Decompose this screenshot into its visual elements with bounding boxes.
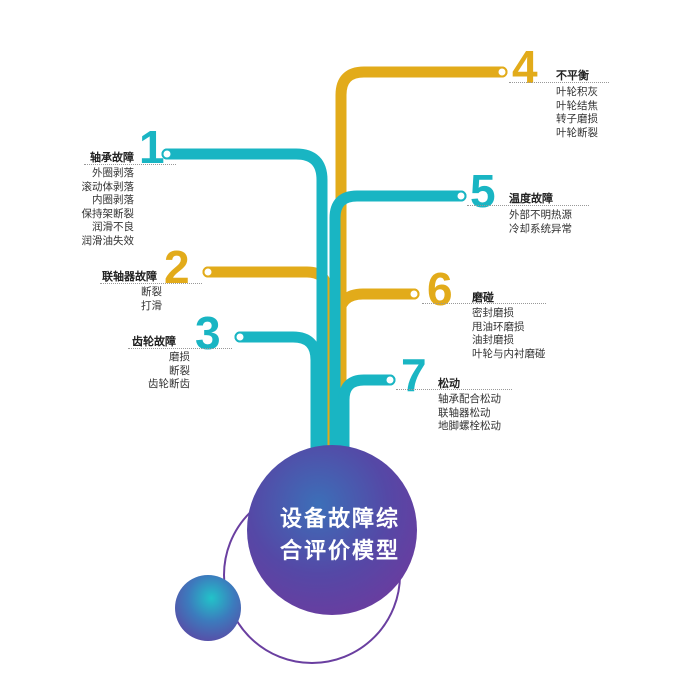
branch-5-item: 外部不明热源 (509, 209, 572, 221)
branch-6-item: 甩油环磨损 (472, 320, 525, 333)
node-5 (455, 190, 467, 202)
center-circle (247, 445, 417, 615)
small-circle (175, 575, 241, 641)
branch-6-items: 密封磨损 甩油环磨损 油封磨损 叶轮与内衬磨碰 (472, 307, 582, 361)
branch-1-item: 外圈剥落 (92, 167, 134, 179)
node-1 (161, 148, 173, 160)
branch-1-category: 轴承故障 (90, 152, 134, 164)
branch-5-items: 外部不明热源 冷却系统异常 (509, 209, 609, 236)
branch-4-line (335, 66, 508, 461)
branch-1-item: 滚动体剥落 (81, 180, 135, 193)
branch-2-line (202, 266, 333, 461)
branch-7-number: 7 (401, 349, 427, 401)
branch-6-item: 密封磨损 (472, 307, 514, 319)
branch-2-items: 断裂 打滑 (100, 286, 162, 313)
branch-3-category: 齿轮故障 (132, 336, 176, 348)
center-title: 设备故障综 合评价模型 (262, 503, 418, 567)
branch-2-category: 联轴器故障 (102, 271, 157, 283)
branch-1-item: 保持架断裂 (81, 207, 135, 220)
branch-3-item: 磨损 (169, 351, 190, 363)
branch-4-category: 不平衡 (556, 70, 589, 82)
node-7 (384, 374, 396, 386)
branch-3-number: 3 (195, 307, 221, 359)
branch-7-items: 轴承配合松动 联轴器松动 地脚螺栓松动 (438, 393, 538, 434)
branch-5-line (329, 190, 467, 461)
branch-7-item: 地脚螺栓松动 (438, 420, 501, 433)
branch-5-number: 5 (470, 165, 496, 217)
branch-6-number: 6 (427, 263, 453, 315)
branch-3-item: 齿轮断齿 (148, 378, 190, 391)
branch-2-divider (100, 283, 202, 284)
center-title-line2: 合评价模型 (279, 538, 400, 563)
branch-5-divider (467, 205, 589, 206)
branch-1-divider (84, 164, 176, 165)
branch-1-item: 润滑油失效 (81, 234, 135, 247)
branch-4-item: 叶轮结焦 (556, 99, 598, 112)
branch-1-item: 润滑不良 (92, 221, 134, 234)
branch-4-item: 叶轮积灰 (556, 86, 598, 98)
branch-2-number: 2 (164, 241, 190, 293)
branch-2-item: 打滑 (141, 299, 162, 312)
node-6 (408, 288, 420, 300)
branch-7-divider (396, 389, 512, 390)
branch-1-number: 1 (139, 121, 165, 173)
branch-6-divider (422, 303, 546, 304)
branch-5-category: 温度故障 (509, 193, 553, 205)
branch-1-item: 内圈剥落 (92, 194, 134, 207)
branch-4-number: 4 (512, 41, 538, 93)
branch-3-divider (128, 348, 232, 349)
branch-7-item: 联轴器松动 (438, 406, 491, 419)
branch-3-items: 磨损 断裂 齿轮断齿 (110, 351, 190, 392)
branch-4-divider (509, 82, 609, 83)
branch-1-line (161, 148, 328, 461)
branch-2-item: 断裂 (141, 286, 162, 298)
branch-4-item: 叶轮断裂 (556, 126, 598, 139)
branch-7-line (338, 374, 396, 461)
center-title-line1: 设备故障综 (279, 506, 400, 531)
branch-4-items: 叶轮积灰 叶轮结焦 转子磨损 叶轮断裂 (556, 86, 636, 140)
branch-4-item: 转子磨损 (556, 113, 598, 126)
branch-6-item: 油封磨损 (472, 334, 514, 347)
node-4 (496, 66, 508, 78)
branch-7-item: 轴承配合松动 (438, 393, 501, 405)
branch-7-category: 松动 (438, 378, 460, 390)
branch-3-item: 断裂 (169, 364, 190, 377)
branch-1-items: 外圈剥落 滚动体剥落 内圈剥落 保持架断裂 润滑不良 润滑油失效 (40, 167, 135, 249)
branch-6-item: 叶轮与内衬磨碰 (472, 347, 546, 360)
node-2 (202, 266, 214, 278)
branch-3-line (234, 331, 322, 461)
branch-6-category: 磨碰 (472, 292, 494, 304)
branch-5-item: 冷却系统异常 (509, 222, 572, 235)
node-3 (234, 331, 246, 343)
